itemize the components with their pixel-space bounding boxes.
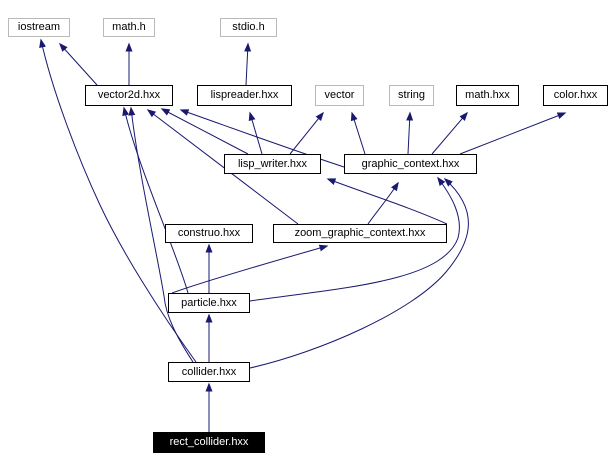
node-stdio_h[interactable]: stdio.h [220,18,277,37]
node-iostream[interactable]: iostream [8,18,70,37]
edge-lisp_writer_hxx-to-vector [289,111,324,155]
node-vector[interactable]: vector [315,85,364,106]
edge-graphic_context_hxx-to-math_hxx [431,111,468,155]
node-math_hxx[interactable]: math.hxx [456,85,519,106]
node-rect_collider_hxx[interactable]: rect_collider.hxx [153,432,265,453]
edge-graphic_context_hxx-to-vector [350,111,366,155]
edge-particle_hxx-to-graphic_context_hxx [249,176,460,302]
node-lispreader_hxx[interactable]: lispreader.hxx [197,85,292,106]
node-zoom_graphic_context_hxx[interactable]: zoom_graphic_context.hxx [273,224,447,243]
edge-graphic_context_hxx-to-vector2d_hxx [179,109,345,168]
edge-collider_hxx-to-iostream [39,38,197,363]
node-lisp_writer_hxx[interactable]: lisp_writer.hxx [224,154,321,174]
edge-lispreader_hxx-to-stdio_h [244,42,252,86]
node-graphic_context_hxx[interactable]: graphic_context.hxx [344,154,477,174]
node-construo_hxx[interactable]: construo.hxx [165,224,253,243]
edge-vector2d_hxx-to-iostream [58,42,98,86]
node-collider_hxx[interactable]: collider.hxx [168,362,250,382]
node-vector2d_hxx[interactable]: vector2d.hxx [85,85,173,106]
edge-graphic_context_hxx-to-string [406,111,414,155]
edge-zoom_graphic_context_hxx-to-graphic_context_hxx [367,181,399,225]
edge-zoom_graphic_context_hxx-to-lisp_writer_hxx [326,178,448,225]
edge-particle_hxx-to-zoom_graphic_context_hxx [171,244,329,294]
edge-particle_hxx-to-vector2d_hxx [122,106,189,294]
node-string[interactable]: string [389,85,434,106]
edge-collider_hxx-to-graphic_context_hxx [249,177,469,369]
edge-collider_hxx-to-vector2d_hxx [128,106,194,363]
edge-lisp_writer_hxx-to-lispreader_hxx [248,111,263,155]
edge-lisp_writer_hxx-to-vector2d_hxx [160,108,249,155]
node-math_h[interactable]: math.h [103,18,155,37]
node-color_hxx[interactable]: color.hxx [543,85,608,106]
edge-zoom_graphic_context_hxx-to-vector2d_hxx [146,109,299,225]
edge-graphic_context_hxx-to-color_hxx [459,112,567,155]
node-particle_hxx[interactable]: particle.hxx [168,293,250,313]
